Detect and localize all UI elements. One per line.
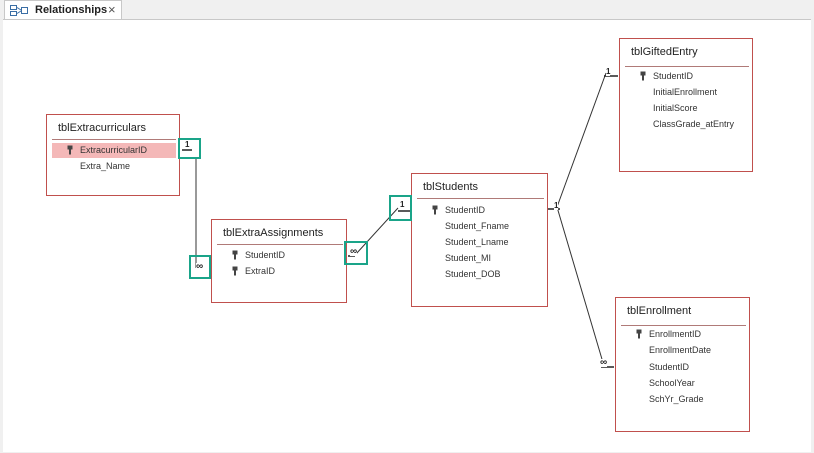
- join-highlight-box: [189, 255, 211, 279]
- field-row[interactable]: Student_Fname: [417, 219, 544, 234]
- primary-key-icon: [67, 145, 73, 155]
- field-name: Student_Fname: [445, 221, 510, 231]
- table-divider: [417, 198, 544, 199]
- close-icon[interactable]: ×: [108, 2, 116, 17]
- one-side-marker: 1: [400, 200, 405, 209]
- field-row[interactable]: EnrollmentID: [621, 327, 746, 342]
- field-row[interactable]: InitialScore: [625, 101, 749, 116]
- field-row[interactable]: EnrollmentDate: [621, 343, 746, 358]
- join-highlight-box: [344, 241, 368, 265]
- field-name: EnrollmentID: [649, 329, 702, 339]
- primary-key-icon: [232, 266, 238, 276]
- field-row[interactable]: Student_DOB: [417, 267, 544, 282]
- field-name: Student_DOB: [445, 269, 501, 279]
- field-row[interactable]: Extra_Name: [52, 159, 176, 174]
- primary-key-icon: [232, 250, 238, 260]
- relationship-line-students-enrollment: [556, 206, 605, 367]
- table-giftedentry[interactable]: tblGiftedEntry StudentID InitialEnrollme…: [619, 38, 753, 172]
- relationships-tab[interactable]: Relationships ×: [4, 0, 122, 19]
- field-name: InitialScore: [653, 103, 698, 113]
- tab-title: Relationships: [35, 4, 108, 16]
- field-row[interactable]: StudentID: [625, 69, 749, 84]
- field-row[interactable]: StudentID: [217, 248, 343, 263]
- primary-key-icon: [640, 71, 646, 81]
- field-row[interactable]: Student_MI: [417, 251, 544, 266]
- field-name: StudentID: [245, 250, 286, 260]
- field-row[interactable]: SchYr_Grade: [621, 392, 746, 407]
- many-side-marker: ∞: [350, 246, 358, 257]
- field-name: SchYr_Grade: [649, 394, 704, 404]
- field-row[interactable]: StudentID: [417, 203, 544, 218]
- table-title: tblExtraAssignments: [223, 227, 324, 239]
- field-row[interactable]: ExtraID: [217, 264, 343, 279]
- table-title: tblGiftedEntry: [631, 46, 698, 58]
- table-divider: [217, 244, 343, 245]
- field-name: ClassGrade_atEntry: [653, 119, 735, 129]
- field-name: ExtraID: [245, 266, 276, 276]
- many-side-marker: ∞: [600, 357, 608, 368]
- field-row[interactable]: Student_Lname: [417, 235, 544, 250]
- table-divider: [625, 66, 749, 67]
- field-name: StudentID: [653, 71, 694, 81]
- field-name: ExtracurricularID: [80, 145, 148, 155]
- field-row[interactable]: ClassGrade_atEntry: [625, 117, 749, 132]
- field-name: SchoolYear: [649, 378, 695, 388]
- document-tab-bar: Relationships ×: [0, 0, 814, 19]
- one-side-marker: 1: [185, 140, 190, 149]
- table-extracurriculars[interactable]: tblExtracurriculars ExtracurricularID Ex…: [46, 114, 180, 196]
- field-name: Extra_Name: [80, 161, 131, 171]
- field-row[interactable]: StudentID: [621, 360, 746, 375]
- join-highlight-box: [178, 138, 201, 159]
- field-row[interactable]: SchoolYear: [621, 376, 746, 391]
- table-title: tblExtracurriculars: [58, 122, 147, 134]
- one-side-marker: 1: [606, 67, 611, 76]
- table-title: tblStudents: [423, 181, 479, 193]
- table-divider: [621, 325, 746, 326]
- field-name: Student_Lname: [445, 237, 509, 247]
- join-highlight-box: [389, 195, 412, 221]
- primary-key-icon: [432, 205, 438, 215]
- field-name: InitialEnrollment: [653, 87, 718, 97]
- many-side-marker: ∞: [196, 261, 204, 272]
- table-extraassignments[interactable]: tblExtraAssignments StudentID ExtraID: [211, 219, 347, 303]
- table-enrollment[interactable]: tblEnrollment EnrollmentID EnrollmentDat…: [615, 297, 750, 432]
- table-divider: [52, 139, 176, 140]
- field-name: Student_MI: [445, 253, 492, 263]
- relationship-line-students-gifted: [556, 72, 607, 208]
- field-name: StudentID: [445, 205, 486, 215]
- primary-key-icon: [636, 329, 642, 339]
- field-row[interactable]: InitialEnrollment: [625, 85, 749, 100]
- relationship-lines: [182, 72, 618, 368]
- table-title: tblEnrollment: [627, 305, 692, 317]
- table-students[interactable]: tblStudents StudentID Student_Fname Stud…: [411, 173, 548, 307]
- one-side-marker: 1: [554, 201, 559, 210]
- field-name: EnrollmentDate: [649, 345, 712, 355]
- relationship-line-assignment-students: [355, 207, 399, 255]
- field-name: StudentID: [649, 362, 690, 372]
- field-row[interactable]: ExtracurricularID: [52, 143, 176, 158]
- relationships-canvas[interactable]: tblExtracurriculars ExtracurricularID Ex…: [3, 19, 811, 452]
- relationships-icon: [10, 5, 28, 16]
